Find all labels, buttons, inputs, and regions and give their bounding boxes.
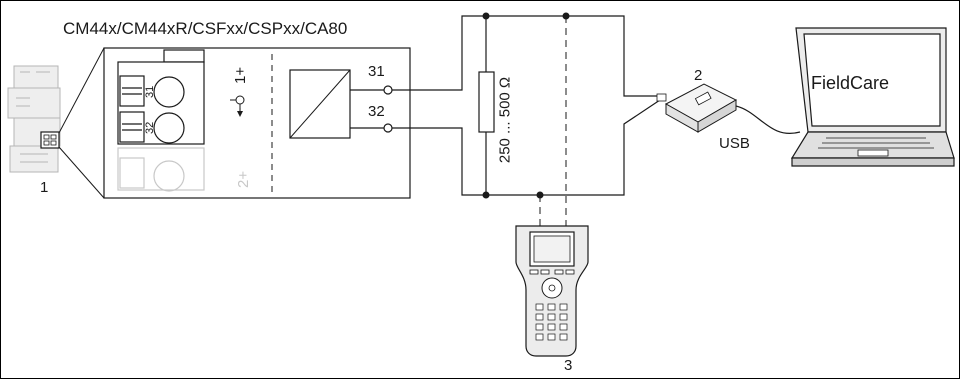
terminal-31-node bbox=[383, 85, 393, 95]
junction-bottom-left bbox=[482, 191, 490, 199]
module-highlight bbox=[40, 131, 60, 149]
fieldcare-label: FieldCare bbox=[811, 73, 890, 93]
laptop bbox=[790, 27, 955, 167]
pin-32-marking: 32 bbox=[144, 122, 156, 134]
terminal-block bbox=[117, 49, 205, 145]
usb-modem bbox=[656, 83, 801, 134]
device-title: CM44x/CM44xR/CSFxx/CSPxx/CA80 bbox=[63, 19, 348, 38]
usb-label: USB bbox=[719, 135, 750, 152]
loop-wiring bbox=[392, 15, 661, 196]
callout-1: 1 bbox=[40, 179, 49, 196]
handheld-terminal bbox=[515, 225, 589, 357]
device-thumbnail bbox=[7, 65, 61, 173]
output-1-label: 1+ bbox=[232, 67, 249, 84]
resistor-value-label: 250 ... 500 Ω bbox=[496, 76, 514, 164]
output-symbol: 1+ − 2+ bbox=[230, 67, 252, 188]
junction-top-left bbox=[482, 12, 490, 20]
converter-diagonal bbox=[289, 69, 351, 139]
callout-2: 2 bbox=[694, 67, 703, 84]
terminal-31-label: 31 bbox=[368, 63, 385, 80]
terminal-32-node bbox=[383, 123, 393, 133]
pin-31-marking: 31 bbox=[144, 86, 156, 98]
terminal-32-label: 32 bbox=[368, 103, 385, 120]
zoom-line-bottom bbox=[58, 146, 105, 199]
callout-3: 3 bbox=[564, 357, 573, 374]
zoom-line-top bbox=[58, 47, 105, 134]
ghost-terminal bbox=[117, 147, 205, 192]
resistor bbox=[478, 71, 495, 133]
output-2-label: 2+ bbox=[235, 171, 252, 188]
